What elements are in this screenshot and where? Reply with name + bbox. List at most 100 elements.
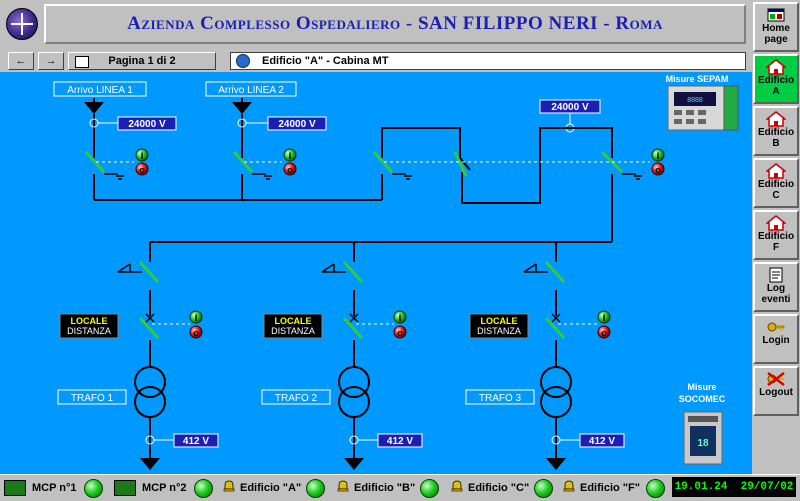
incoming-1-label-box [53, 81, 147, 97]
locale-distanza-2[interactable]: LOCALE DISTANZA [263, 313, 323, 339]
locale-distanza-1[interactable]: LOCALE DISTANZA [59, 313, 119, 339]
nav-edificio-a[interactable]: Edificio A [753, 54, 799, 104]
incoming-2-label-box [205, 81, 297, 97]
incoming-line-1: Arrivo LINEA 1 24000 V [53, 81, 177, 150]
arrow-left-icon: ← [15, 55, 27, 67]
nav-logout[interactable]: Logout [753, 366, 799, 416]
building-house-icon [766, 163, 786, 179]
forward-button[interactable]: → [38, 52, 64, 70]
svg-text:o: o [287, 165, 293, 175]
nav-edificio-c-label: Edificio C [757, 179, 795, 201]
page-selector[interactable]: Pagina 1 di 2 [68, 52, 216, 70]
svg-text:I: I [195, 313, 198, 323]
clock-date: 29/07/02 [740, 481, 794, 493]
feeder-3: I o [523, 242, 611, 470]
nav-edificio-a-label: Edificio A [757, 75, 795, 97]
socomec-meter[interactable]: Misure SOCOMEC 18 [679, 382, 726, 465]
voltage-out-1: 412 V [183, 436, 209, 447]
nav-edificio-c[interactable]: Edificio C [753, 158, 799, 208]
svg-text:o: o [655, 165, 661, 175]
socomec-label-2: SOCOMEC [679, 394, 726, 404]
feeder-2: I o [321, 242, 407, 470]
voltage-out-3: 412 V [589, 436, 615, 447]
nav-edificio-f-label: Edificio F [757, 231, 795, 253]
feeder-2-isolator[interactable] [342, 260, 364, 284]
feeder-1: I o [117, 242, 203, 470]
svg-text:o: o [601, 328, 607, 338]
status-edificio-f[interactable]: Edificio "F" [580, 482, 640, 494]
status-lights-1: I o [135, 148, 149, 176]
breaker-in-1[interactable] [84, 150, 124, 200]
svg-text:I: I [289, 151, 292, 161]
sepam-meter[interactable]: Misure SEPAM 8888 [666, 74, 739, 131]
trafo-3[interactable]: TRAFO 3 [465, 389, 535, 405]
nav-log-label: Log eventi [761, 283, 791, 305]
incoming-2-label: Arrivo LINEA 2 [218, 85, 284, 96]
coupler-switch[interactable] [453, 151, 468, 177]
locale-distanza-3[interactable]: LOCALE DISTANZA [469, 313, 529, 339]
back-button[interactable]: ← [8, 52, 34, 70]
bell-alarm-icon [223, 480, 235, 492]
voltage-in-2: 24000 V [278, 119, 316, 130]
distanza-label: DISTANZA [271, 326, 315, 336]
feeder-1-isolator[interactable] [138, 260, 160, 284]
bell-alarm-icon [337, 480, 349, 492]
incoming-line-2: Arrivo LINEA 2 24000 V [205, 81, 327, 150]
incoming-arrow-icon [84, 102, 104, 114]
locale-label: LOCALE [71, 316, 108, 326]
nav-login[interactable]: Login [753, 314, 799, 364]
location-globe-icon [236, 54, 250, 68]
log-document-icon [769, 267, 783, 283]
trafo-2[interactable]: TRAFO 2 [261, 389, 331, 405]
outgoing-arrow-icon [140, 458, 160, 470]
breaker-in-2[interactable] [232, 150, 272, 200]
voltage-out-2: 412 V [387, 436, 413, 447]
trafo-1-label: TRAFO 1 [71, 393, 114, 404]
voltage-display-out-1 [173, 433, 219, 448]
svg-text:I: I [657, 151, 660, 161]
hospital-logo-icon [6, 8, 38, 40]
svg-text:8888: 8888 [687, 97, 703, 104]
trafo-1[interactable]: TRAFO 1 [57, 389, 127, 405]
status-edificio-c[interactable]: Edificio "C" [468, 482, 530, 494]
breaker-coupler-left[interactable] [372, 150, 412, 200]
nav-home-page[interactable]: Home page [753, 2, 799, 52]
key-icon [767, 322, 785, 332]
status-led-icon [534, 479, 553, 498]
status-mcp1[interactable]: MCP n°1 [32, 482, 77, 494]
status-led-icon [194, 479, 213, 498]
trafo-2-label: TRAFO 2 [275, 393, 318, 404]
bell-alarm-icon [563, 480, 575, 492]
mcp-device-icon [4, 480, 26, 496]
single-line-diagram: Arrivo LINEA 1 24000 V Arrivo LINEA 2 24… [0, 72, 752, 474]
nav-edificio-b-label: Edificio B [757, 127, 795, 149]
status-mcp2[interactable]: MCP n°2 [142, 482, 187, 494]
status-edificio-b[interactable]: Edificio "B" [354, 482, 416, 494]
feeder-3-isolator[interactable] [544, 260, 566, 284]
svg-text:o: o [193, 328, 199, 338]
feeder-2-breaker[interactable] [342, 316, 364, 340]
nav-home-label: Home page [762, 23, 790, 45]
mcp-device-icon [114, 480, 136, 496]
distanza-label: DISTANZA [67, 326, 111, 336]
building-house-icon [766, 59, 786, 75]
status-edificio-a[interactable]: Edificio "A" [240, 482, 302, 494]
svg-text:I: I [603, 313, 606, 323]
nav-logout-label: Logout [759, 387, 793, 398]
nav-edificio-f[interactable]: Edificio F [753, 210, 799, 260]
breaker-coupler-right[interactable] [600, 150, 642, 242]
voltage-display-out-3 [579, 433, 625, 448]
sepam-label: Misure SEPAM [666, 74, 729, 84]
logout-key-icon [767, 372, 785, 386]
voltage-in-1: 24000 V [128, 119, 166, 130]
title-bar: Azienda Complesso Ospedaliero - SAN FILI… [0, 0, 752, 48]
svg-text:I: I [141, 151, 144, 161]
nav-edificio-b[interactable]: Edificio B [753, 106, 799, 156]
feeder-3-breaker[interactable] [544, 316, 566, 340]
arrow-right-icon: → [45, 55, 57, 67]
nav-log-eventi[interactable]: Log eventi [753, 262, 799, 312]
feeder-1-breaker[interactable] [138, 316, 160, 340]
voltage-display-in-1 [117, 116, 177, 131]
status-led-icon [646, 479, 665, 498]
status-lights-coupler: I o [651, 148, 665, 176]
